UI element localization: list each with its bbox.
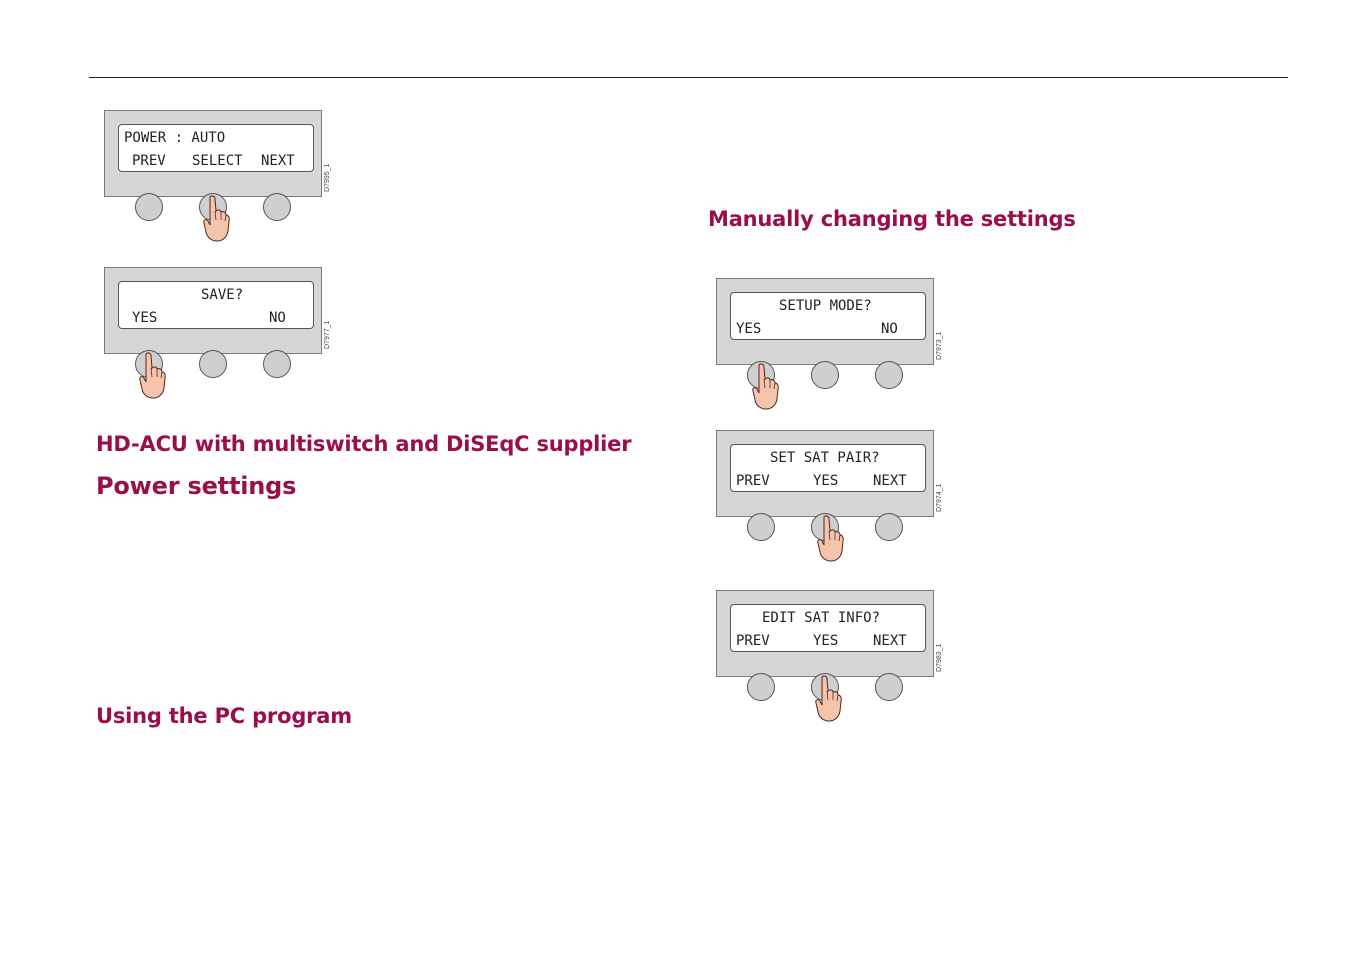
pointing-hand-icon [815,675,842,722]
panel-set-sat-pair: SET SAT PAIR? PREV YES NEXT D7974_1 [716,430,948,562]
lcd-left-label: YES [736,321,762,337]
heading-power-settings: Power settings [96,472,297,500]
lcd-mid-label: YES [813,473,839,489]
next-button[interactable] [875,513,903,541]
lcd-right-label: NEXT [873,633,907,649]
middle-button[interactable] [811,361,839,389]
lcd-line1: EDIT SAT INFO? [762,610,881,626]
lcd-mid-label: SELECT [192,153,243,169]
prev-button[interactable] [135,193,163,221]
lcd-left-label: YES [132,310,158,326]
lcd-right-label: NEXT [261,153,295,169]
pointing-hand-icon [752,363,779,410]
lcd-right-label: NO [269,310,286,326]
lcd-line1: SAVE? [201,287,244,303]
middle-button[interactable] [199,350,227,378]
panel-save: SAVE? YES NO D7977_1 [104,267,336,399]
next-button[interactable] [263,193,291,221]
panel-bezel: SET SAT PAIR? PREV YES NEXT [716,430,934,517]
header-rule [89,77,1288,78]
lcd-line1: SET SAT PAIR? [770,450,880,466]
lcd-right-label: NEXT [873,473,907,489]
no-button[interactable] [875,361,903,389]
panel-bezel: SAVE? YES NO [104,267,322,354]
lcd-screen: POWER : AUTO PREV SELECT NEXT [118,124,314,172]
prev-button[interactable] [747,673,775,701]
lcd-screen: SAVE? YES NO [118,281,314,329]
panel-edit-sat-info: EDIT SAT INFO? PREV YES NEXT D7983_1 [716,590,948,722]
heading-using-pc-program: Using the PC program [96,704,352,728]
panel-bezel: POWER : AUTO PREV SELECT NEXT [104,110,322,197]
figure-code: D7974_1 [936,483,943,512]
lcd-left-label: PREV [132,153,166,169]
pointing-hand-icon [139,352,166,399]
heading-hd-acu-multiswitch: HD-ACU with multiswitch and DiSEqC suppl… [96,432,632,456]
lcd-mid-label: YES [813,633,839,649]
figure-code: D7995_1 [324,163,331,192]
figure-code: D7973_1 [936,331,943,360]
lcd-screen: EDIT SAT INFO? PREV YES NEXT [730,604,926,652]
lcd-screen: SETUP MODE? YES NO [730,292,926,340]
lcd-right-label: NO [881,321,898,337]
lcd-left-label: PREV [736,473,770,489]
pointing-hand-icon [817,515,844,562]
no-button[interactable] [263,350,291,378]
panel-setup-mode: SETUP MODE? YES NO D7973_1 [716,278,948,410]
panel-power-auto: POWER : AUTO PREV SELECT NEXT D7995_1 [104,110,336,242]
next-button[interactable] [875,673,903,701]
lcd-line1: SETUP MODE? [779,298,872,314]
heading-manually-changing-settings: Manually changing the settings [708,207,1076,231]
lcd-screen: SET SAT PAIR? PREV YES NEXT [730,444,926,492]
prev-button[interactable] [747,513,775,541]
pointing-hand-icon [203,195,230,242]
lcd-left-label: PREV [736,633,770,649]
panel-bezel: EDIT SAT INFO? PREV YES NEXT [716,590,934,677]
lcd-line1: POWER : AUTO [124,130,226,146]
panel-bezel: SETUP MODE? YES NO [716,278,934,365]
figure-code: D7983_1 [936,643,943,672]
figure-code: D7977_1 [324,320,331,349]
